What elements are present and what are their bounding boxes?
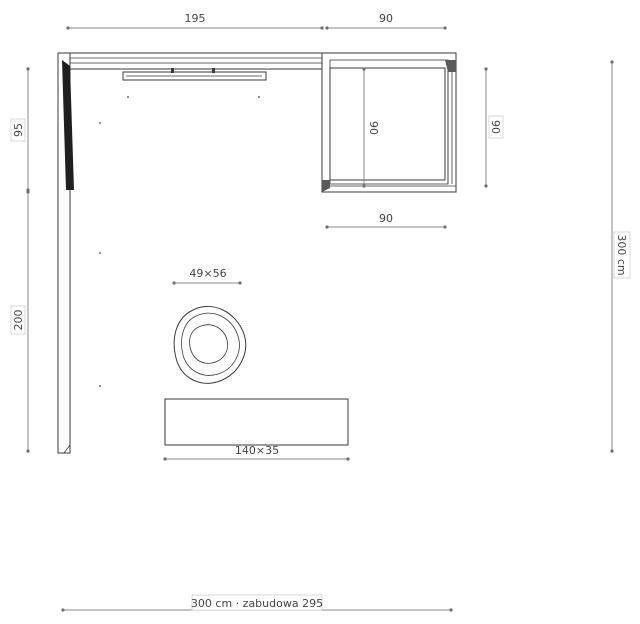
dim-top-right-label: 90	[379, 12, 393, 25]
dim-left-lower: 200	[10, 190, 30, 453]
left-wall	[57, 52, 74, 454]
dim-cabinet-right-label: 90	[489, 120, 502, 134]
dim-top-right: 90	[325, 12, 447, 30]
desk-dimension: 140×35	[163, 444, 350, 461]
dim-bottom-total-label: 300 cm · zabudowa 295	[191, 597, 323, 610]
wall-shelf	[122, 68, 267, 81]
dim-left-upper-label: 95	[12, 123, 25, 137]
dim-top-left-label: 195	[185, 12, 206, 25]
dim-left-lower-label: 200	[12, 310, 25, 331]
left-wall-dark-segment	[62, 60, 74, 190]
dim-total-height: 300 cm	[610, 60, 631, 453]
dim-cabinet-bottom-label: 90	[379, 212, 393, 225]
dim-total-height-label: 300 cm	[615, 234, 628, 275]
dim-cabinet-inner-label: 90	[367, 121, 380, 135]
marker-dot	[99, 122, 101, 124]
desk-size-label: 140×35	[235, 444, 279, 457]
marker-dot	[258, 96, 260, 98]
dim-left-upper: 95	[10, 67, 30, 192]
chair-dimension: 49×56	[172, 267, 242, 285]
marker-dot	[99, 252, 101, 254]
back-wall-top	[57, 52, 325, 70]
dim-top-left: 195	[66, 12, 324, 30]
armchair-top-view-icon	[173, 305, 247, 384]
marker-dot	[127, 96, 129, 98]
dim-cabinet-bottom: 90	[325, 212, 447, 229]
chair-size-label: 49×56	[189, 267, 226, 280]
desk	[164, 398, 349, 446]
dim-cabinet-inner: 90	[362, 67, 380, 188]
corner-cabinet	[321, 52, 457, 193]
marker-dot	[99, 385, 101, 387]
dim-cabinet-right: 90	[484, 67, 504, 188]
dim-bottom-total: 300 cm · zabudowa 295	[61, 594, 453, 612]
